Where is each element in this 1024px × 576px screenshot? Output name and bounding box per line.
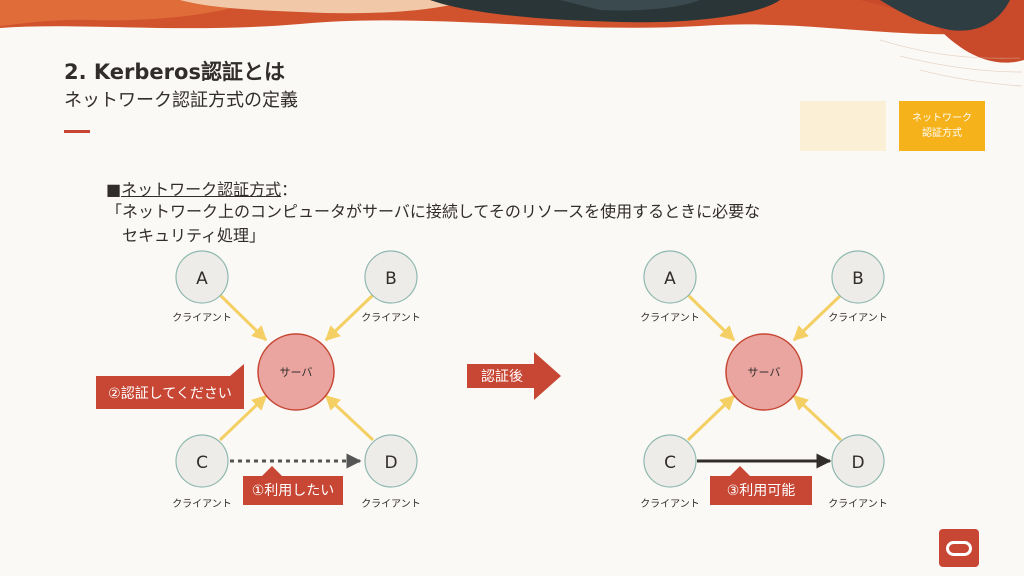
client-caption-d: クライアント xyxy=(361,498,421,510)
callout-auth-request-text: ②認証してください xyxy=(108,386,232,402)
after-client-caption-a: クライアント xyxy=(640,312,700,324)
after-client-letter-c: C xyxy=(664,453,676,473)
after-client-node-c xyxy=(643,434,697,488)
callout-want-to-use xyxy=(243,466,343,505)
title-accent-bar xyxy=(64,130,90,133)
arrow-d-to-server xyxy=(324,394,375,442)
after-arrow-d-to-server xyxy=(792,394,843,442)
nav-tab-network-auth[interactable]: ネットワーク 認証方式 xyxy=(899,101,985,151)
definition-heading: ■ネットワーク認証方式： xyxy=(106,176,297,200)
arrow-c-to-server xyxy=(218,394,268,442)
server-node xyxy=(257,333,335,411)
client-node-a xyxy=(175,250,229,304)
definition-term: ネットワーク認証方式 xyxy=(121,180,282,199)
after-client-node-b xyxy=(831,250,885,304)
server-label: サーバ xyxy=(280,366,313,379)
arrow-a-to-server xyxy=(218,293,268,342)
client-letter-a: A xyxy=(196,269,208,289)
after-client-letter-a: A xyxy=(664,269,676,289)
client-caption-b: クライアント xyxy=(361,312,421,324)
client-node-b xyxy=(364,250,418,304)
client-letter-c: C xyxy=(196,453,208,473)
transition-label: 認証後 xyxy=(481,369,523,385)
client-letter-d: D xyxy=(384,453,397,473)
client-caption-c: クライアント xyxy=(172,498,232,510)
callout-available-text: ③利用可能 xyxy=(727,483,796,499)
banner-artwork xyxy=(0,0,1024,92)
oracle-logo xyxy=(939,529,979,567)
oracle-ring-icon xyxy=(946,541,972,556)
definition-text: 「ネットワーク上のコンピュータがサーバに接続してそのリソースを使用するときに必要… xyxy=(106,202,761,245)
after-client-letter-d: D xyxy=(851,453,864,473)
after-arrow-b-to-server xyxy=(792,293,843,342)
after-client-caption-b: クライアント xyxy=(828,312,888,324)
after-diagram: サーバ A クライアント B クライアント C クライアント D クライアント … xyxy=(640,250,888,510)
after-client-letter-b: B xyxy=(852,269,864,289)
after-arrow-a-to-server xyxy=(686,293,736,342)
client-node-c xyxy=(175,434,229,488)
callout-auth-request xyxy=(96,364,244,409)
client-node-d xyxy=(364,434,418,488)
nav-tab-inactive[interactable]: ネットワーク 認証方式 xyxy=(800,101,886,151)
after-server-label: サーバ xyxy=(748,366,781,379)
bullet-square: ■ xyxy=(106,180,122,199)
slide-title: 2. Kerberos認証とは xyxy=(64,60,285,84)
callout-want-to-use-text: ①利用したい xyxy=(252,483,335,499)
after-server-node xyxy=(725,333,803,411)
before-diagram: サーバ A クライアント B クライアント C クライアント D クライアント … xyxy=(96,250,421,510)
after-client-caption-c: クライアント xyxy=(640,498,700,510)
arrow-b-to-server xyxy=(324,293,375,342)
client-caption-a: クライアント xyxy=(172,312,232,324)
after-client-caption-d: クライアント xyxy=(828,498,888,510)
slide-subtitle: ネットワーク認証方式の定義 xyxy=(64,90,298,111)
after-client-node-a xyxy=(643,250,697,304)
definition-colon: ： xyxy=(281,180,298,199)
after-client-node-d xyxy=(831,434,885,488)
after-arrow-c-to-server xyxy=(686,394,736,442)
callout-available xyxy=(710,466,812,505)
after-auth-arrow: 認証後 xyxy=(467,352,561,400)
transition-arrow-shape xyxy=(467,352,561,400)
header-banner xyxy=(0,0,1024,92)
client-letter-b: B xyxy=(385,269,397,289)
